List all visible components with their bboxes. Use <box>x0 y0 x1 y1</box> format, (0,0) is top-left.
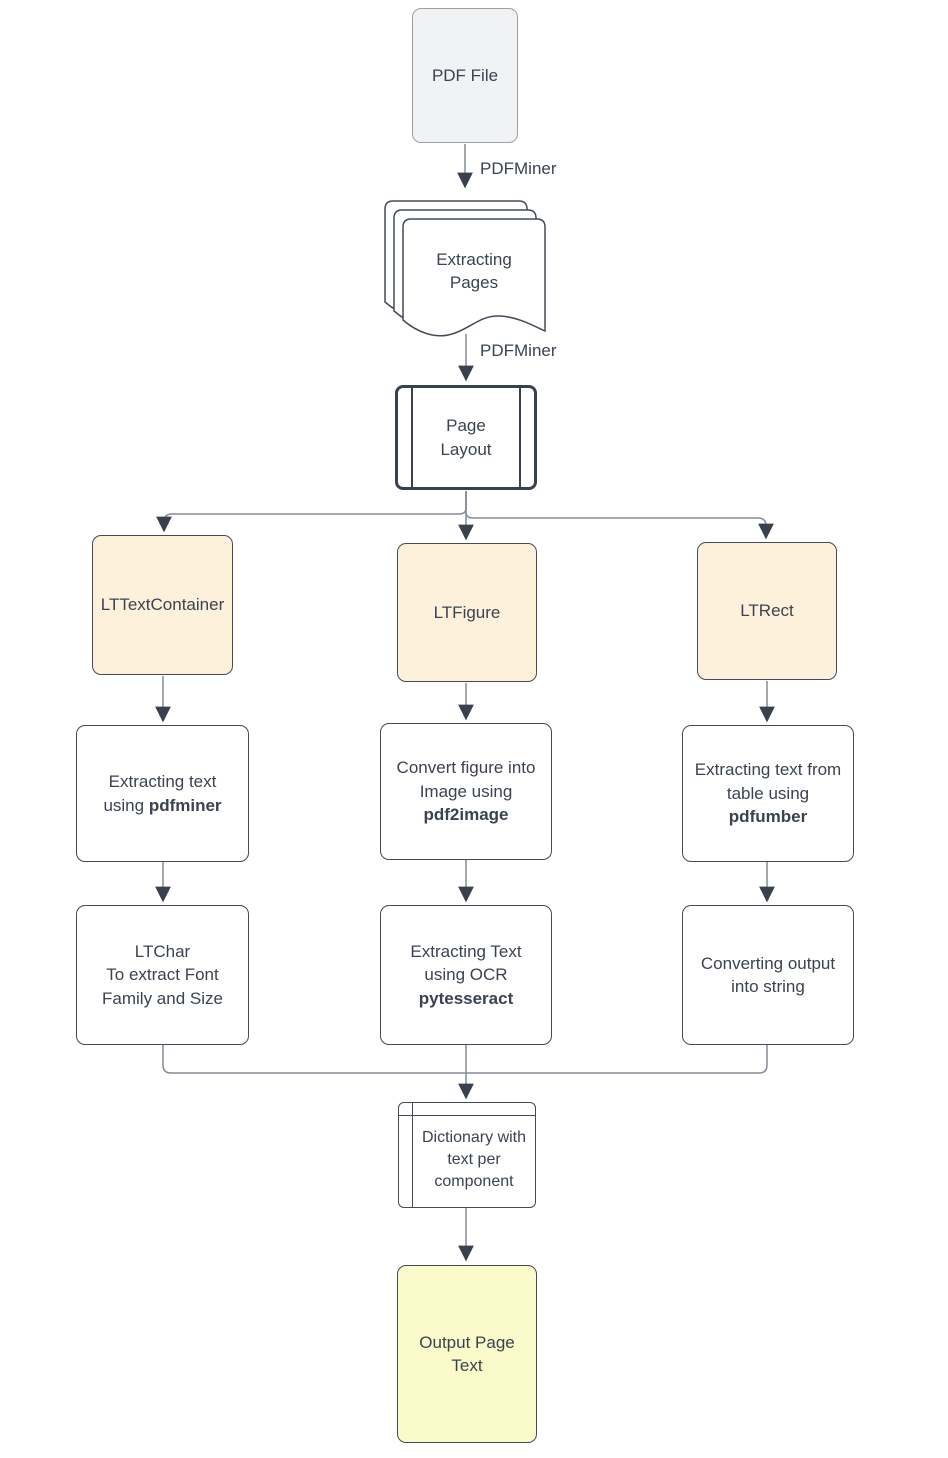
internal-storage-left-line <box>412 1103 414 1207</box>
node-extracting-pages: Extracting Pages <box>414 240 534 302</box>
node-extracting-pages-label: Extracting Pages <box>436 249 512 292</box>
edge-convertoutput-dictionary <box>466 1045 768 1074</box>
node-pdf-file-label: PDF File <box>431 65 499 85</box>
node-pdf-file: PDF File <box>412 8 518 143</box>
node-extract-text: Extracting text using pdfminer <box>76 725 249 862</box>
node-ltrect: LTRect <box>697 542 837 680</box>
node-convert-output-label: Converting output into string <box>700 953 836 996</box>
node-extract-text-bold: pdfminer <box>148 795 222 815</box>
node-extract-table-label: Extracting text from table using pdfumbe… <box>693 758 843 828</box>
node-convert-figure-label: Convert figure into Image using pdf2imag… <box>386 756 546 826</box>
predefined-process-right-bar <box>518 388 521 487</box>
edge-ltchar-dictionary <box>162 1045 466 1074</box>
node-extract-text-normal: Extracting text using <box>103 772 217 815</box>
multi-document-shape <box>384 200 546 337</box>
predefined-process-left-bar <box>411 388 414 487</box>
node-ltchar: LTChar To extract Font Family and Size <box>76 905 249 1045</box>
node-ltchar-label: LTChar To extract Font Family and Size <box>88 940 238 1010</box>
node-ocr-normal: Extracting Text using OCR <box>410 941 522 985</box>
node-output-page-text-label: Output Page Text <box>419 1332 515 1375</box>
node-ocr-bold: pytesseract <box>418 988 514 1008</box>
node-lttextcontainer: LTTextContainer <box>92 535 233 675</box>
node-ltrect-label: LTRect <box>740 601 794 621</box>
internal-storage-top-line <box>399 1115 535 1117</box>
node-lttextcontainer-label: LTTextContainer <box>100 595 225 615</box>
node-ocr: Extracting Text using OCR pytesseract <box>380 905 552 1045</box>
node-dictionary-label: Dictionary with text per component <box>421 1128 527 1191</box>
node-convert-output: Converting output into string <box>682 905 854 1045</box>
edge-label-pdfminer-2: PDFMiner <box>480 341 557 360</box>
node-extract-table: Extracting text from table using pdfumbe… <box>682 725 854 862</box>
node-ltfigure-label: LTFigure <box>433 602 501 622</box>
node-ltchar-line2: To extract Font Family and Size <box>102 965 223 1008</box>
node-ltfigure: LTFigure <box>397 543 537 682</box>
node-ltchar-line1: LTChar <box>134 941 191 961</box>
node-convert-figure: Convert figure into Image using pdf2imag… <box>380 723 552 860</box>
node-dictionary: Dictionary with text per component <box>398 1102 536 1208</box>
node-convert-figure-normal: Convert figure into Image using <box>396 758 536 801</box>
node-extract-text-label: Extracting text using pdfminer <box>88 770 238 817</box>
node-extract-table-normal: Extracting text from table using <box>694 760 842 803</box>
node-convert-figure-bold: pdf2image <box>423 805 509 825</box>
node-ocr-label: Extracting Text using OCR pytesseract <box>391 940 541 1010</box>
edge-label-pdfminer-1: PDFMiner <box>480 159 557 178</box>
node-page-layout: Page Layout <box>395 385 537 490</box>
node-output-page-text: Output Page Text <box>397 1265 537 1443</box>
edge-layout-lttextcontainer <box>156 491 467 533</box>
node-extract-table-bold: pdfumber <box>728 807 808 827</box>
node-page-layout-label: Page Layout <box>440 416 492 459</box>
edge-layout-ltrect <box>465 491 774 540</box>
